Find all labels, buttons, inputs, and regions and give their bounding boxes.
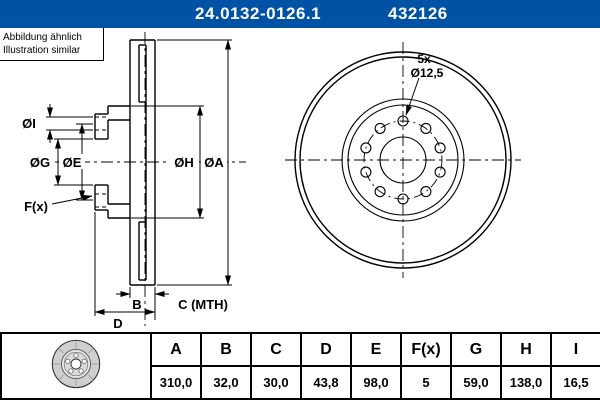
center-bore-circle [379,136,427,184]
brake-disc-thumbnail [51,339,101,388]
bolt-circle [363,120,443,200]
thumbnail-bolt-holes [65,352,87,374]
holes-count-label: 5x [417,52,431,66]
dim-label-dia-a: ØA [204,155,224,170]
dimension-table: A B C D E F(x) G H I 310,0 32,0 30,0 43,… [0,332,600,400]
table-header-b: B [200,332,252,367]
dim-label-dia-h: ØH [174,155,194,170]
dim-label-f: F(x) [24,199,48,214]
dim-label-c: C (MTH) [178,297,228,312]
dim-label-b: B [132,297,141,312]
table-header-f: F(x) [400,332,452,367]
value-e: 98,0 [350,365,402,400]
similarity-note-de: Abbildung ähnlich [3,32,82,43]
dim-label-dia-g: ØG [30,155,50,170]
table-header-g: G [450,332,502,367]
flange-bolt-hole-hidden-lines [95,116,108,208]
value-c: 30,0 [250,365,302,400]
similarity-note: Abbildung ähnlich Illustration similar [0,28,104,61]
front-view: 5x Ø12,5 [285,42,521,278]
section-view: ØI ØG ØE F(x) ØH ØA B C (MTH) D [22,32,246,331]
dim-label-dia-e: ØE [63,155,82,170]
hat-circle [347,104,459,216]
value-b: 32,0 [200,365,252,400]
bolt-holes [360,115,446,205]
value-a: 310,0 [150,365,202,400]
outer-diameter-circle [294,51,512,269]
technical-drawing: ØI ØG ØE F(x) ØH ØA B C (MTH) D [22,32,521,331]
value-d: 43,8 [300,365,352,400]
dim-label-d: D [113,316,122,331]
value-f: 5 [400,365,452,400]
value-i: 16,5 [550,365,600,400]
table-header-e: E [350,332,402,367]
table-header-c: C [250,332,302,367]
reference-number: 432126 [388,4,448,23]
part-number: 24.0132-0126.1 [195,4,322,23]
value-h: 138,0 [500,365,552,400]
similarity-note-en: Illustration similar [3,45,81,56]
product-thumbnail-cell [0,332,152,400]
table-header-d: D [300,332,352,367]
header-bar: 24.0132-0126.1 432126 [0,0,600,28]
value-g: 59,0 [450,365,502,400]
holes-diameter-label: Ø12,5 [411,66,444,80]
table-header-a: A [150,332,202,367]
table-header-h: H [500,332,552,367]
table-value-row: 310,0 32,0 30,0 43,8 98,0 5 59,0 138,0 1… [1,365,600,400]
table-header-row: A B C D E F(x) G H I [0,332,600,400]
dim-label-dia-i: ØI [22,116,36,131]
table-header-i: I [550,332,600,367]
